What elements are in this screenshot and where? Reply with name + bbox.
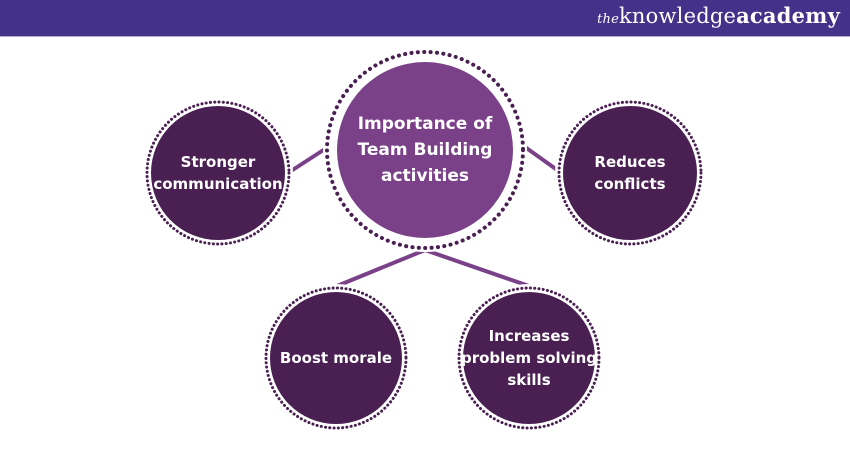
dotted-ring (264, 286, 408, 430)
brand-main: knowledge (618, 4, 737, 28)
node-disc (151, 106, 285, 240)
connector-reduces-conflicts (523, 145, 562, 174)
node-text: Stronger communication (153, 151, 282, 195)
node-label-boost-morale: Boost morale (271, 292, 401, 424)
brand-logo: theknowledgeacademy (597, 3, 840, 28)
node-disc (463, 292, 595, 424)
dotted-ring (557, 100, 703, 246)
node-text-line: conflicts (594, 175, 666, 193)
node-text-line: Increases (488, 327, 570, 345)
node-text-line: problem solving (460, 349, 598, 367)
node-text-line: Team Building (357, 140, 493, 160)
node-text-line: Reduces (594, 153, 666, 171)
connector-increases-problem-solving-skills (424, 248, 530, 288)
node-disc (337, 62, 513, 238)
connector-boost-morale (336, 248, 426, 288)
node-disc (270, 292, 402, 424)
node-text-line: Boost morale (279, 349, 393, 367)
node-text: Reduces conflicts (594, 151, 665, 195)
node-increases-problem-solving-skills (455, 284, 603, 432)
node-text-line: Stronger (180, 153, 256, 171)
node-text-line: activities (380, 166, 469, 186)
node-text: Increases problem solving skills (461, 325, 597, 391)
dotted-ring (457, 286, 601, 430)
connector-stronger-communication (289, 147, 327, 173)
node-boost-morale (262, 284, 410, 432)
node-center (323, 48, 527, 252)
brand-suffix: academy (736, 3, 840, 28)
dotted-ring (325, 50, 525, 250)
node-label-increases-problem-solving-skills: Increases problem solving skills (459, 292, 599, 424)
node-disc (563, 106, 697, 240)
node-label-reduces-conflicts: Reduces conflicts (565, 106, 695, 240)
node-label-stronger-communication: Stronger communication (148, 106, 288, 240)
node-text-line: communication (153, 175, 283, 193)
node-stronger-communication (143, 98, 293, 248)
connectors (289, 145, 562, 288)
brand-prefix: the (597, 12, 619, 27)
header-bar: theknowledgeacademy (0, 0, 850, 37)
nodes (143, 48, 705, 432)
node-text: Importance of Team Building activities (358, 111, 493, 189)
dotted-ring (145, 100, 291, 246)
node-text: Boost morale (280, 347, 392, 369)
node-text-line: Importance of (357, 114, 493, 134)
node-reduces-conflicts (555, 98, 705, 248)
node-label-center: Importance of Team Building activities (350, 62, 500, 238)
node-text-line: skills (507, 371, 551, 389)
